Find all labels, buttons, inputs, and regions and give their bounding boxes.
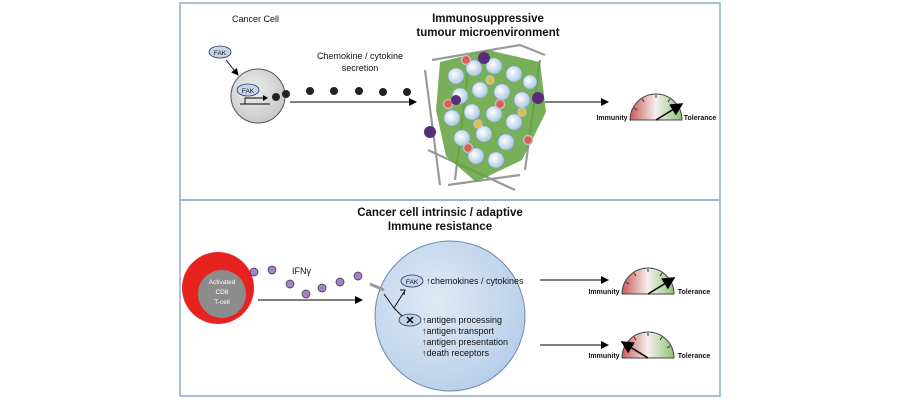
ifn-dot (267, 265, 277, 275)
chemokine-dot (379, 88, 387, 96)
gauge-needle-immunity (620, 341, 649, 359)
secretion-label-line1: Chemokine / cytokine (317, 51, 403, 61)
chemokine-dot (306, 87, 314, 95)
fak-knockout-oval (398, 313, 422, 327)
ifn-dot (353, 271, 363, 281)
fak-effect-item: ↑antigen processing (422, 315, 502, 325)
fak-inner-label: FAK (242, 88, 255, 95)
t-cell-nucleus (198, 270, 246, 318)
ifn-dot (335, 277, 345, 287)
ifn-dot (285, 279, 295, 289)
fak-bottom-oval (400, 274, 424, 288)
fak-bottom-label: FAK (406, 279, 419, 286)
transcription-arrowhead (263, 95, 268, 101)
tcell-label-line3: T-cell (214, 299, 230, 306)
chemokine-dot (355, 87, 363, 95)
ifn-dot (249, 267, 259, 277)
fak-effect-item: ↑death receptors (422, 348, 490, 358)
cancer-cell-label: Cancer Cell (232, 14, 279, 24)
tme-title-line1: Immunosuppressive (432, 13, 544, 25)
bottom-panel-frame (179, 199, 721, 397)
tumour-microenvironment-illustration (423, 43, 546, 191)
secreted-dot (282, 90, 290, 98)
fak-inner-oval (236, 83, 260, 97)
tolerance-gauge-bottom-upper (621, 267, 676, 295)
gauge-needle-tolerance (647, 277, 676, 295)
gene-transcription-arrow (240, 97, 270, 105)
tcell-label-line2: CD8 (215, 289, 228, 296)
ifn-dot (317, 283, 327, 293)
tcell-label-line1: Activated (209, 279, 236, 286)
chemokine-dots (306, 87, 411, 96)
secretion-label-line2: secretion (342, 63, 379, 73)
fak-knockout-x-icon: ✕ (405, 315, 414, 327)
gauge-top-tolerance-label: Tolerance (684, 115, 717, 122)
ifn-dots (249, 265, 363, 299)
fak-entry-arrow (225, 59, 239, 76)
secreted-dot (272, 93, 280, 101)
ifn-gamma-label: IFNγ (292, 266, 311, 276)
fak-effects-list: ↑antigen processing ↑antigen transport ↑… (422, 315, 508, 358)
receptor (369, 282, 385, 292)
fak-effect-item: ↑antigen presentation (422, 337, 508, 347)
fak-effect-text: ↑chemokines / cytokines (426, 276, 524, 286)
tolerance-gauge-top (629, 93, 684, 121)
gauge-lower-immunity-label: Immunity (588, 353, 619, 360)
signal-branch-head (400, 289, 406, 296)
fak-outer-label: FAK (214, 50, 227, 57)
signal-to-fak-knockout (393, 307, 403, 317)
fak-outer-oval (208, 45, 232, 59)
gauge-top-immunity-label: Immunity (596, 115, 627, 122)
gauge-upper-tolerance-label: Tolerance (678, 289, 711, 296)
ifn-dot (301, 289, 311, 299)
gauge-lower-tolerance-label: Tolerance (678, 353, 711, 360)
chemokine-dot (403, 88, 411, 96)
fak-effect-item: ↑antigen transport (422, 326, 495, 336)
gauge-needle-tolerance (655, 103, 684, 121)
tme-title-line2: tumour microenvironment (416, 27, 559, 39)
tolerance-gauge-bottom-lower (620, 331, 675, 359)
gauge-upper-immunity-label: Immunity (588, 289, 619, 296)
chemokine-dot (330, 87, 338, 95)
bottom-title-line2: Immune resistance (388, 221, 492, 233)
bottom-title-line1: Cancer cell intrinsic / adaptive (357, 207, 523, 219)
